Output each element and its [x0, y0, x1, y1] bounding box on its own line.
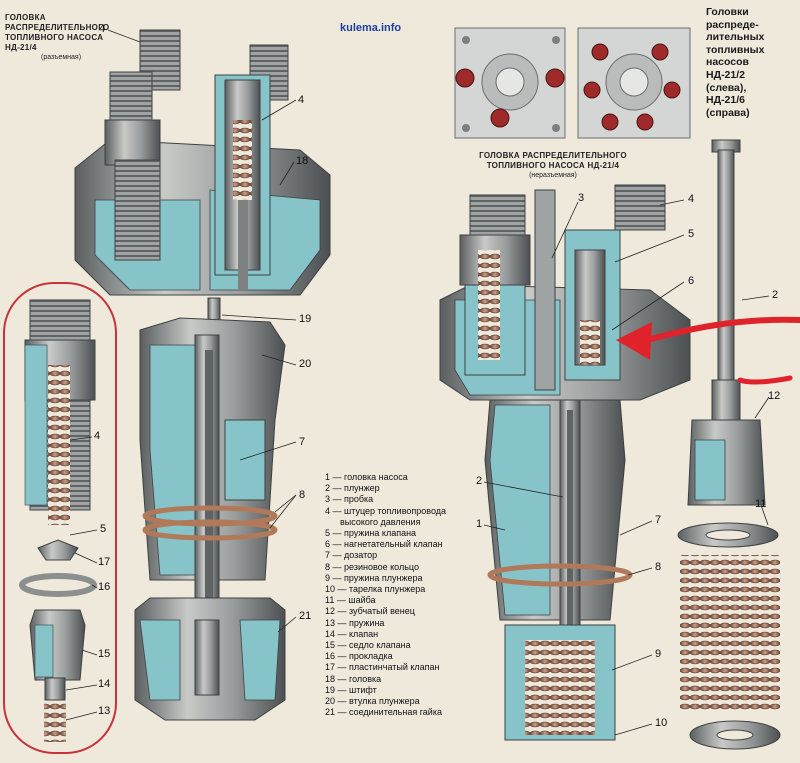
callout-10: 10: [655, 717, 668, 729]
legend-item: 2 — плунжер: [325, 483, 380, 494]
callout-8: 8: [655, 561, 662, 573]
left-pump-head: [74, 29, 331, 321]
callout-2: 2: [772, 289, 779, 301]
legend-item: 14 — клапан: [325, 628, 379, 639]
side-title-line: (слева),: [706, 81, 747, 94]
callout-8: 8: [299, 489, 306, 501]
toothed-crown: [687, 419, 766, 506]
callout-18: 18: [296, 155, 309, 167]
callout-17: 17: [98, 556, 111, 568]
callout-19: 19: [299, 313, 312, 325]
nd21-6-face: [577, 27, 691, 139]
legend-item: 5 — пружина клапана: [325, 528, 417, 539]
legend-item: 20 — втулка плунжера: [325, 696, 420, 707]
legend-item: 11 — шайба: [325, 595, 376, 606]
site-watermark: kulema.info: [340, 22, 402, 34]
callout-14: 14: [98, 678, 111, 690]
callout-4: 4: [298, 94, 305, 106]
leader-lines: [65, 29, 770, 736]
right-title: ГОЛОВКА РАСПРЕДЕЛИТЕЛЬНОГО ТОПЛИВНОГО НА…: [478, 151, 628, 180]
left-title-line1: ГОЛОВКА РАСПРЕДЕЛИТЕЛЬНОГО: [5, 13, 110, 32]
legend-item: 18 — головка: [325, 673, 382, 684]
legend-item: 17 — пластинчатый клапан: [325, 662, 440, 673]
callout-1: 1: [476, 518, 483, 530]
side-title-line: лительных: [706, 31, 765, 44]
legend-item: 7 — дозатор: [325, 550, 378, 561]
plunger-spring: [680, 555, 781, 750]
side-title-line: топливных: [706, 43, 765, 56]
legend-item: 15 — седло клапана: [325, 640, 411, 651]
side-title-line: НД-21/6: [706, 94, 745, 107]
legend-item: 16 — прокладка: [325, 651, 393, 662]
red-arrow: [616, 316, 800, 385]
left-connecting-nut: [134, 597, 286, 721]
washer: [677, 522, 779, 548]
legend-item: 1 — головка насоса: [325, 472, 408, 482]
callout-2: 2: [476, 475, 483, 487]
legend-item: высокого давления: [325, 516, 421, 527]
callout-4: 4: [99, 23, 106, 35]
right-bushing: [484, 399, 633, 741]
right-title-sub: (неразъемная): [529, 172, 577, 179]
valve-parts-inset: [3, 282, 117, 754]
left-title-line2: ТОПЛИВНОГО НАСОСА НД-21/4: [5, 33, 104, 52]
callout-9: 9: [655, 648, 662, 660]
legend-item: 10 — тарелка плунжера: [325, 584, 426, 595]
callout-7: 7: [299, 436, 306, 448]
callout-11: 11: [755, 498, 767, 510]
left-title: ГОЛОВКА РАСПРЕДЕЛИТЕЛЬНОГО ТОПЛИВНОГО НА…: [5, 13, 135, 62]
callout-13: 13: [98, 705, 111, 717]
callout-7: 7: [655, 514, 662, 526]
legend-item: 4 — штуцер топливопровода: [325, 505, 447, 516]
legend-item: 9 — пружина плунжера: [325, 572, 423, 583]
plunger-exploded: [711, 139, 741, 421]
callout-16: 16: [98, 581, 111, 593]
callout-4: 4: [688, 193, 695, 205]
right-title-line1: ГОЛОВКА РАСПРЕДЕЛИТЕЛЬНОГО: [479, 151, 627, 160]
left-plunger-bushing: [139, 317, 286, 636]
callout-5: 5: [688, 228, 695, 240]
side-title-line: Головки: [706, 6, 749, 18]
legend-item: 21 — соединительная гайка: [325, 707, 442, 718]
callout-5: 5: [100, 523, 107, 535]
legend-item: 12 — зубчатый венец: [325, 606, 415, 617]
side-title: Головки распреде- лительных топливных на…: [706, 6, 796, 119]
right-title-line2: ТОПЛИВНОГО НАСОСА НД-21/4: [486, 161, 620, 170]
legend-item: 8 — резиновое кольцо: [325, 561, 419, 572]
side-title-line: распреде-: [706, 18, 759, 31]
side-title-line: насосов: [706, 56, 750, 69]
parts-legend: 1 — головка насоса 2 — плунжер 3 — пробк…: [325, 472, 475, 718]
legend-item: 19 — штифт: [325, 684, 377, 695]
right-pump-head: [439, 184, 691, 401]
callout-12: 12: [768, 390, 781, 402]
side-title-line: НД-21/2: [706, 68, 745, 81]
callout-4: 4: [94, 430, 101, 442]
side-title-line: (справа): [706, 106, 750, 119]
callout-15: 15: [98, 648, 111, 660]
nd21-2-face: [454, 27, 566, 139]
legend-item: 3 — пробка: [325, 494, 374, 505]
callout-20: 20: [299, 358, 312, 370]
legend-item: 6 — нагнетательный клапан: [325, 539, 443, 550]
callout-6: 6: [688, 275, 695, 287]
legend-item: 13 — пружина: [325, 617, 385, 628]
callout-3: 3: [578, 192, 585, 204]
left-title-sub: (разъемная): [41, 54, 82, 61]
callout-21: 21: [299, 610, 312, 622]
